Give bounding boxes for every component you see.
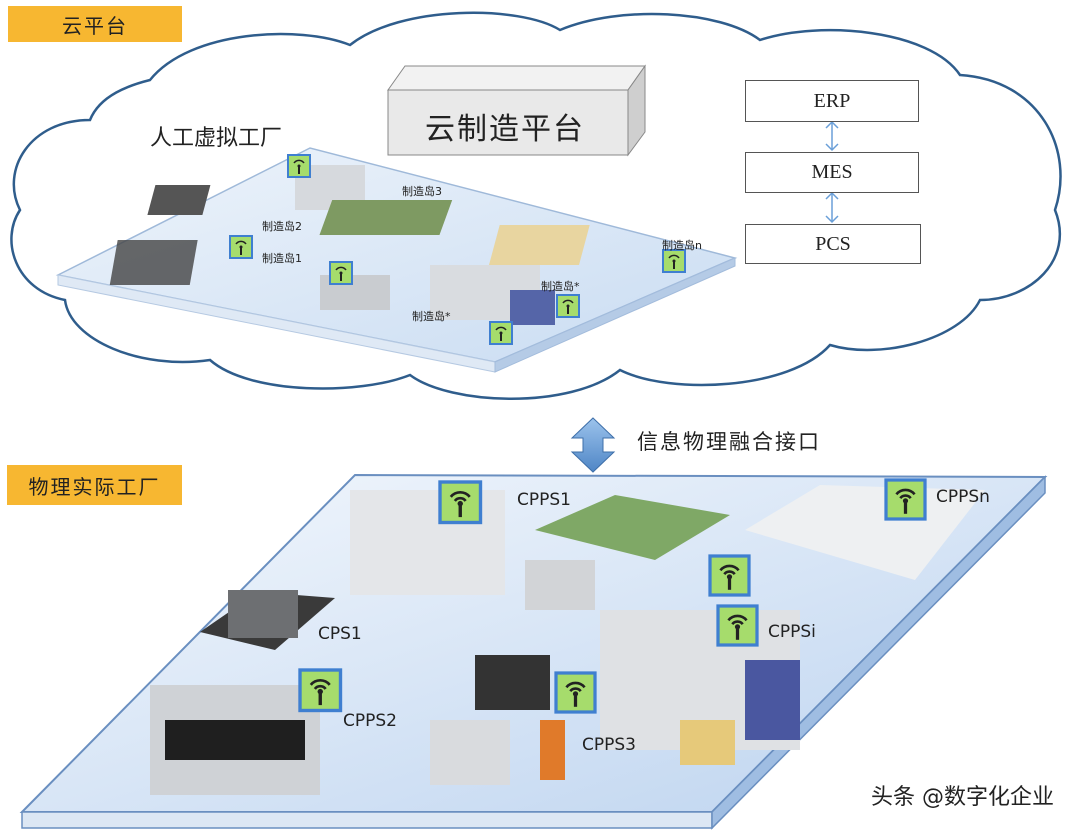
unit-label-cpps3: CPPS3	[582, 735, 636, 755]
island-label: 制造岛n	[662, 239, 702, 252]
mes-box: MES	[745, 152, 919, 193]
island-label: 制造岛3	[402, 185, 442, 198]
erp-box: ERP	[745, 80, 919, 122]
stack-connectors	[825, 120, 839, 224]
cloud-section-tag: 云平台	[8, 6, 182, 42]
cloud-platform-box	[387, 64, 646, 157]
island-label: 制造岛1	[262, 252, 302, 265]
wifi-icon	[716, 604, 759, 647]
wifi-icon	[438, 480, 483, 525]
unit-label-cpps2: CPPS2	[343, 711, 397, 731]
wifi-icon	[489, 321, 513, 345]
unit-label-cppsn: CPPSn	[936, 487, 990, 507]
interface-arrow	[570, 417, 616, 473]
wifi-icon	[884, 478, 927, 521]
wifi-icon	[662, 249, 686, 273]
wifi-icon	[329, 261, 353, 285]
unit-label-cpps1: CPPS1	[517, 490, 571, 510]
virtual-machines	[109, 165, 590, 325]
physical-section-tag: 物理实际工厂	[7, 465, 182, 505]
island-label: 制造岛*	[412, 310, 451, 323]
island-label: 制造岛2	[262, 220, 302, 233]
interface-label: 信息物理融合接口	[637, 430, 821, 454]
unit-label-cps1: CPS1	[318, 624, 362, 644]
island-label: 制造岛*	[541, 280, 580, 293]
watermark: 头条 @数字化企业	[871, 785, 1054, 810]
wifi-icon	[298, 668, 343, 713]
wifi-icon	[287, 154, 311, 178]
virtual-factory-label: 人工虚拟工厂	[150, 126, 283, 151]
physical-machines	[150, 485, 985, 795]
pcs-box: PCS	[745, 224, 921, 264]
wifi-icon	[556, 294, 580, 318]
wifi-icon	[554, 671, 597, 714]
wifi-icon	[229, 235, 253, 259]
unit-label-cppsi: CPPSi	[768, 622, 816, 642]
wifi-icon	[708, 554, 751, 597]
platform-box-label: 云制造平台	[425, 112, 585, 147]
